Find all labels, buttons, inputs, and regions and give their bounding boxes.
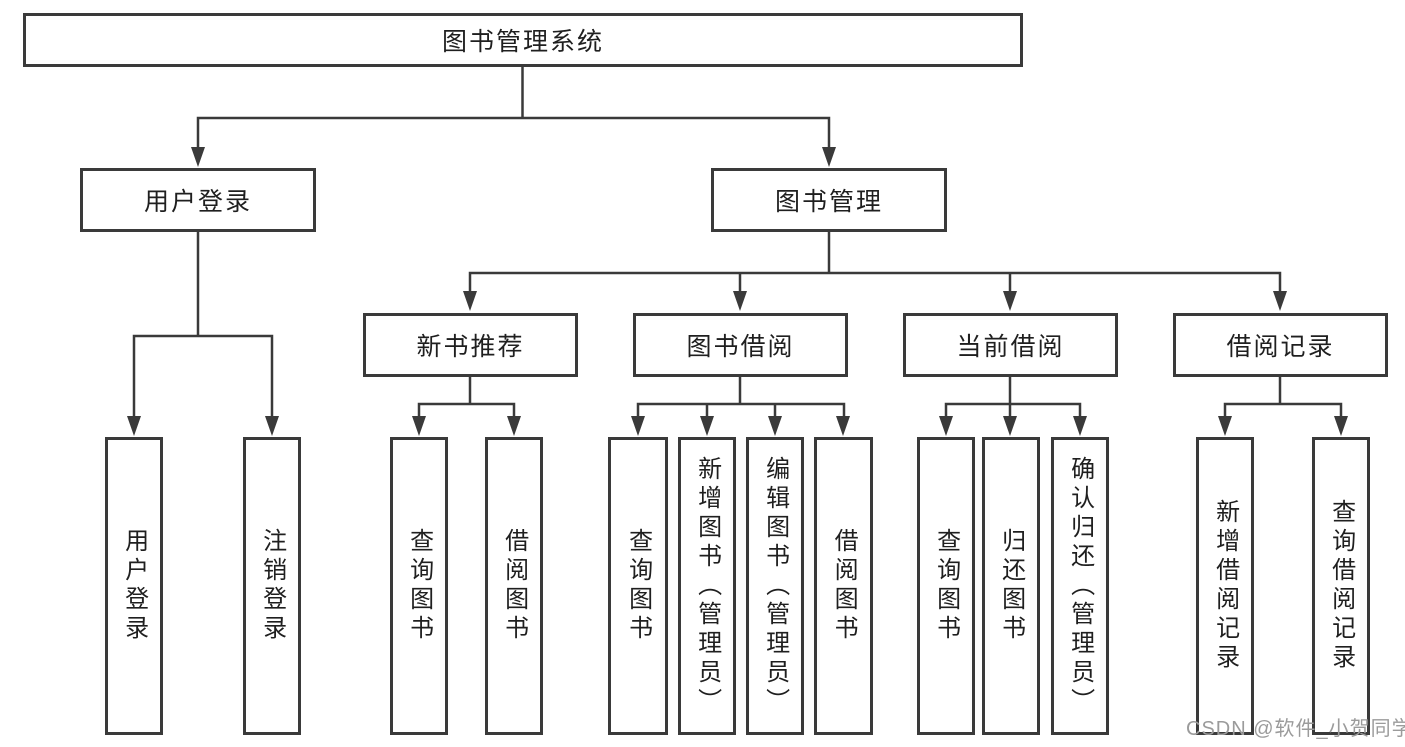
node-user-login: 用户登录 bbox=[80, 168, 316, 232]
node-label: 注销登录 bbox=[258, 528, 286, 644]
leaf-query-books-current: 查询图书 bbox=[917, 437, 975, 735]
node-label: 编辑图书（管理员） bbox=[761, 455, 789, 717]
node-label: 借阅图书 bbox=[830, 528, 858, 644]
leaf-confirm-return-admin: 确认归还（管理员） bbox=[1051, 437, 1109, 735]
leaf-borrow-books: 借阅图书 bbox=[814, 437, 873, 735]
connector-path bbox=[132, 67, 1343, 420]
node-book-borrowing: 图书借阅 bbox=[633, 313, 848, 377]
node-label: 当前借阅 bbox=[956, 333, 1065, 361]
leaf-edit-book-admin: 编辑图书（管理员） bbox=[746, 437, 804, 735]
leaf-return-books: 归还图书 bbox=[982, 437, 1040, 735]
node-label: 新书推荐 bbox=[416, 333, 525, 361]
node-label: 查询图书 bbox=[624, 528, 652, 644]
node-label: 查询图书 bbox=[932, 528, 960, 644]
node-current-borrowing: 当前借阅 bbox=[903, 313, 1118, 377]
node-label: 图书管理 bbox=[774, 188, 883, 216]
node-label: 用户登录 bbox=[120, 528, 148, 644]
leaf-query-books-borrowing: 查询图书 bbox=[608, 437, 668, 735]
leaf-query-books-recommend: 查询图书 bbox=[390, 437, 448, 735]
leaf-borrow-books-recommend: 借阅图书 bbox=[485, 437, 543, 735]
node-label: 查询图书 bbox=[405, 528, 433, 644]
leaf-add-borrow-record: 新增借阅记录 bbox=[1196, 437, 1254, 735]
node-label: 用户登录 bbox=[143, 188, 252, 216]
node-label: 查询借阅记录 bbox=[1327, 499, 1355, 673]
leaf-logout: 注销登录 bbox=[243, 437, 301, 735]
leaf-query-borrow-record: 查询借阅记录 bbox=[1312, 437, 1370, 735]
node-book-management: 图书管理 bbox=[711, 168, 947, 232]
node-label: 新增图书（管理员） bbox=[693, 455, 721, 717]
leaf-add-book-admin: 新增图书（管理员） bbox=[678, 437, 736, 735]
node-new-book-recommend: 新书推荐 bbox=[363, 313, 578, 377]
node-label: 确认归还（管理员） bbox=[1066, 455, 1094, 717]
leaf-user-login: 用户登录 bbox=[105, 437, 163, 735]
csdn-watermark: CSDN @软件_小贺同学 bbox=[1186, 718, 1405, 740]
node-label: 借阅记录 bbox=[1226, 333, 1335, 361]
node-label: 借阅图书 bbox=[500, 528, 528, 644]
node-library-system: 图书管理系统 bbox=[23, 13, 1023, 67]
node-label: 归还图书 bbox=[997, 528, 1025, 644]
arrowheads bbox=[127, 147, 1348, 436]
node-borrowing-records: 借阅记录 bbox=[1173, 313, 1388, 377]
node-label: 图书管理系统 bbox=[441, 28, 604, 56]
node-label: 新增借阅记录 bbox=[1211, 499, 1239, 673]
node-label: 图书借阅 bbox=[686, 333, 795, 361]
